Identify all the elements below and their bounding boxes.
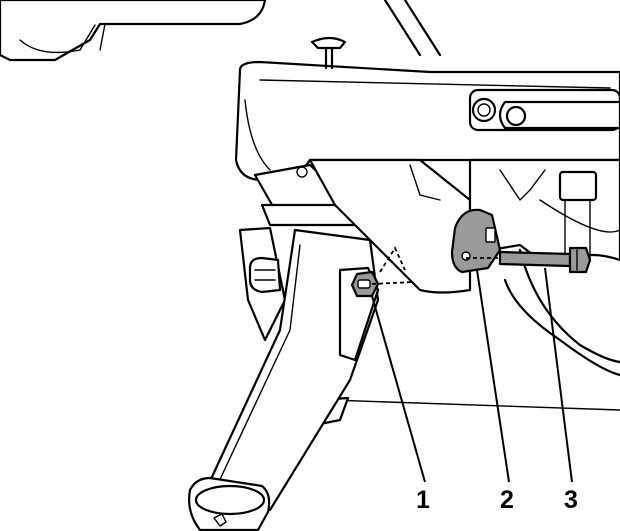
part-3-bolt [498, 246, 592, 274]
top-knob [310, 36, 347, 70]
callout-3: 3 [564, 486, 578, 514]
part-2-bracket [450, 208, 502, 274]
callout-labels: 1 2 3 [416, 486, 578, 514]
end-tube [188, 476, 271, 531]
callout-2: 2 [500, 486, 514, 514]
leader-lines [371, 267, 573, 483]
long-arm [203, 228, 380, 512]
lower-chassis [313, 396, 620, 427]
right-equipment [468, 158, 620, 377]
seat-housing [0, 0, 267, 62]
main-frame [234, 60, 620, 182]
upper-rails [383, 0, 442, 57]
assembly-lines [371, 246, 500, 285]
callout-1: 1 [416, 486, 430, 514]
